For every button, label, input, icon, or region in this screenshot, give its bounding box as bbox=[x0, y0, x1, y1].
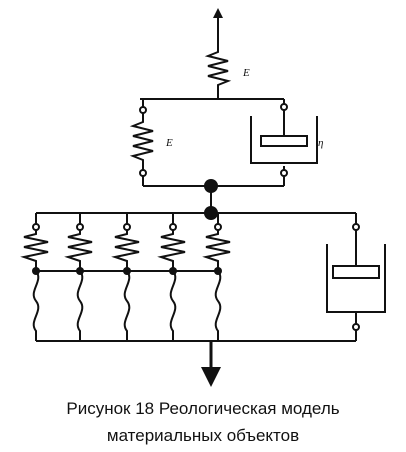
branch-5 bbox=[202, 213, 231, 341]
middle-spring-label: E bbox=[165, 137, 173, 149]
branch-4 bbox=[157, 213, 186, 341]
caption-line-2: материальных объектов bbox=[106, 426, 300, 445]
branch-3 bbox=[111, 213, 140, 341]
top-spring-label: E bbox=[242, 67, 250, 79]
branch-1 bbox=[20, 213, 49, 341]
middle-dashpot bbox=[250, 99, 318, 186]
branch-2 bbox=[64, 213, 93, 341]
up-arrow bbox=[213, 8, 223, 42]
top-spring bbox=[204, 42, 232, 99]
down-arrow bbox=[201, 341, 221, 387]
middle-spring bbox=[129, 99, 154, 186]
lower-dashpot bbox=[326, 213, 386, 341]
caption-line-1: Рисунок 18 Реологическая модель bbox=[66, 399, 340, 418]
dashpot-label: η bbox=[318, 137, 323, 149]
